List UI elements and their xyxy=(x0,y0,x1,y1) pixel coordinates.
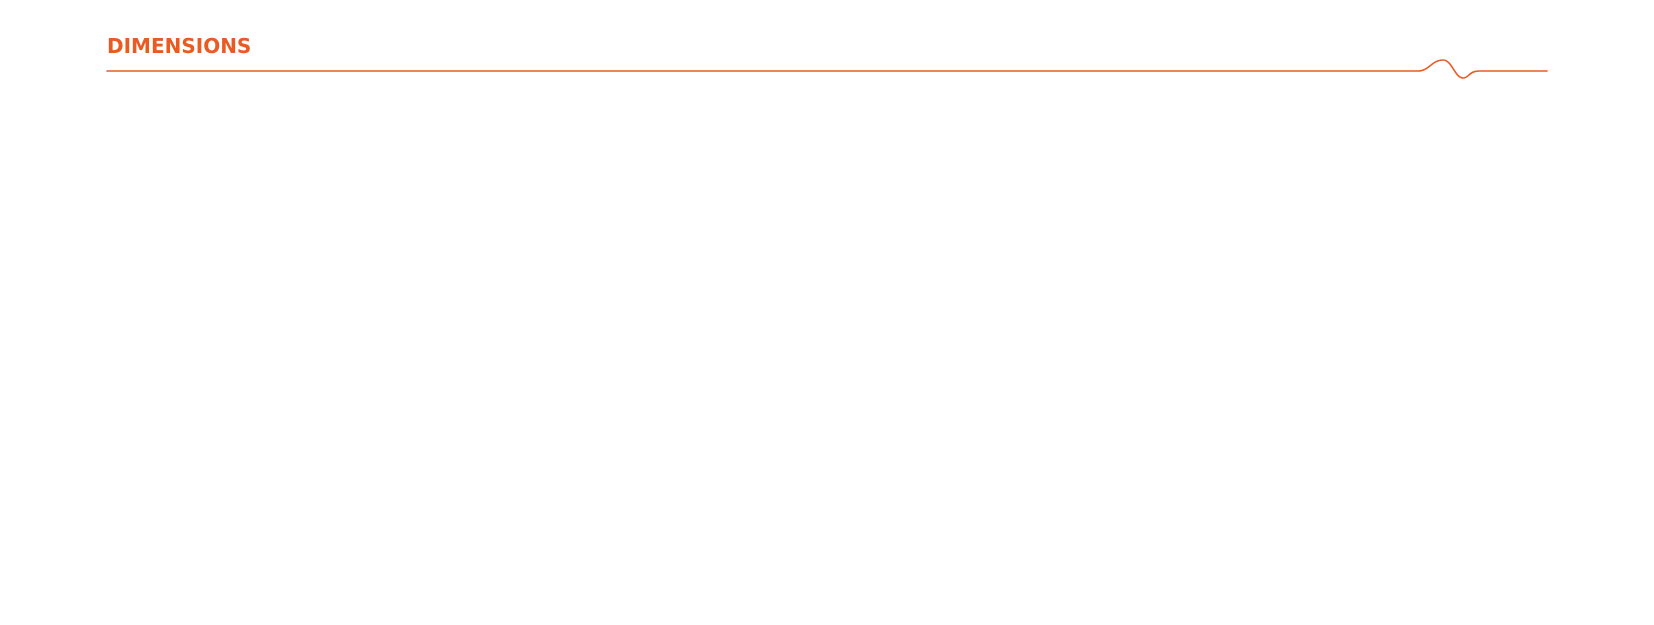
section-title: DIMENSIONS xyxy=(107,34,252,58)
divider-line xyxy=(106,59,1548,79)
wave-divider-icon xyxy=(106,59,1548,79)
section-header: DIMENSIONS xyxy=(106,30,1548,82)
